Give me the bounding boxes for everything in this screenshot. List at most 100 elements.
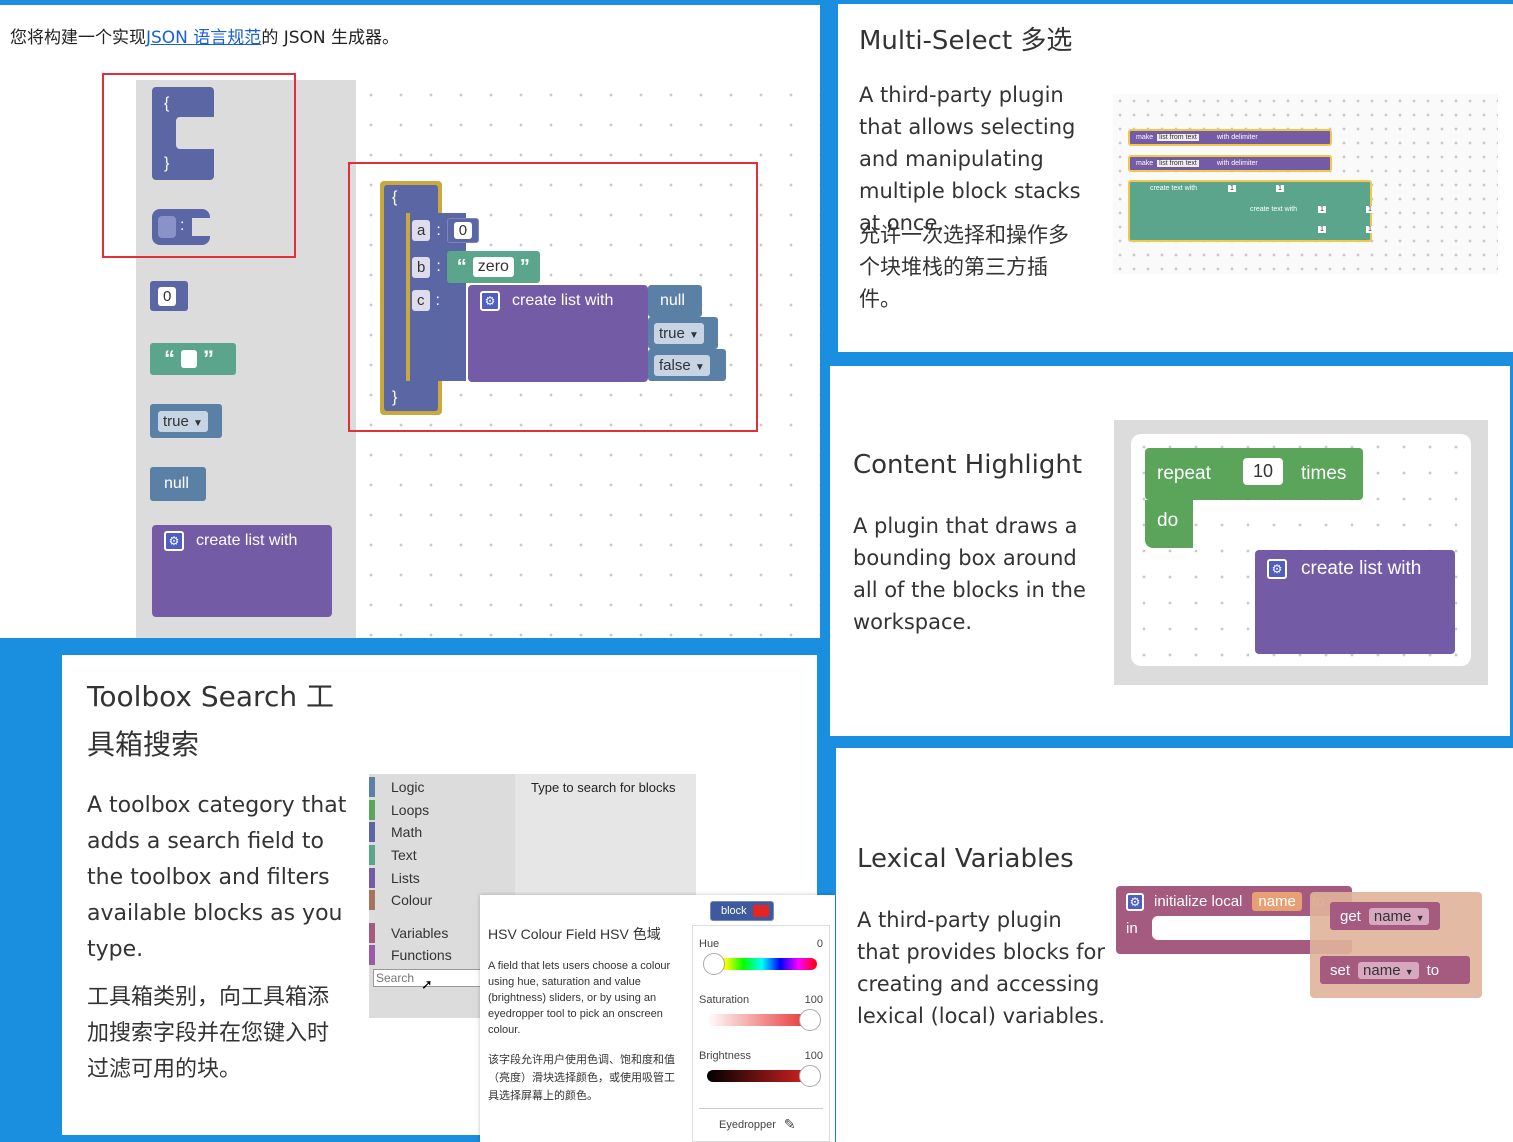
dropdown-arrow-icon: ▼	[689, 329, 699, 341]
ms-list-from-text-2[interactable]: list from text	[1157, 160, 1199, 167]
content-highlight-title: Content Highlight	[853, 450, 1083, 480]
brightness-slider[interactable]	[707, 1065, 821, 1087]
string-close-quote: ”	[203, 346, 214, 371]
category-label: Lists	[391, 869, 420, 886]
object-open-brace: {	[164, 95, 170, 112]
ms-create-text-with-1: create text with	[1150, 185, 1198, 192]
null-block[interactable]: null	[150, 467, 206, 501]
object-block[interactable]: { }	[152, 87, 214, 180]
string-empty-field	[181, 350, 197, 368]
hsv-picker: Hue 0 Saturation 100 Brightness 100 Eyed…	[692, 925, 830, 1142]
set-name-dropdown[interactable]: name ▼	[1358, 961, 1419, 979]
gear-icon[interactable]: ⚙	[164, 531, 184, 551]
boolean-dropdown[interactable]: true ▼	[158, 410, 208, 432]
repeat-block[interactable]: repeat 10 times	[1145, 448, 1363, 500]
ms-list-from-text-1[interactable]: list from text	[1157, 134, 1199, 141]
eyedropper-button[interactable]: Eyedropper ✎	[719, 1116, 796, 1133]
hue-slider-thumb[interactable]	[703, 953, 725, 975]
toolbox-category[interactable]: Lists	[369, 866, 515, 889]
ws-create-list-block[interactable]: ⚙ create list with	[468, 285, 648, 382]
ws-member-c[interactable]: c :	[412, 290, 440, 311]
boolean-block[interactable]: true ▼	[150, 404, 222, 438]
set-block[interactable]: set name ▼ to	[1320, 956, 1470, 984]
ws-false-block[interactable]: false ▼	[648, 349, 726, 381]
ws-number-block[interactable]: 0	[446, 218, 480, 243]
saturation-slider[interactable]	[707, 1009, 821, 1031]
eyedropper-icon: ✎	[783, 1116, 796, 1132]
hue-slider[interactable]	[703, 953, 817, 975]
ms-text-block[interactable]: create text with 1 1 create text with 1 …	[1128, 180, 1374, 242]
ws-key-c[interactable]: c	[412, 290, 430, 311]
toolbox-category[interactable]: Functions	[369, 944, 515, 967]
repeat-times-value[interactable]: 10	[1243, 458, 1284, 485]
json-spec-link[interactable]: JSON 语言规范	[146, 28, 262, 48]
ch-highlight-area[interactable]: repeat 10 times do ⚙ create list with	[1131, 434, 1471, 666]
ws-string-block[interactable]: “ zero ”	[446, 251, 540, 283]
create-list-block[interactable]: ⚙ create list with	[152, 525, 332, 617]
gear-icon[interactable]: ⚙	[480, 291, 500, 311]
multiselect-desc-en: A third-party plugin that allows selecti…	[859, 83, 1081, 235]
gear-icon[interactable]: ⚙	[1126, 892, 1144, 911]
member-block[interactable]: :	[152, 209, 210, 245]
ws-object-close-brace: }	[392, 389, 398, 406]
string-open-quote: “	[164, 346, 175, 371]
picker-divider	[699, 1108, 823, 1109]
hsv-desc-en: A field that lets users choose a colour …	[488, 960, 671, 1036]
category-label: Math	[391, 824, 423, 841]
ch-create-list-label: create list with	[1301, 558, 1422, 579]
toolbox-category[interactable]: Loops	[369, 799, 515, 822]
ws-key-a[interactable]: a	[412, 220, 431, 241]
category-label: Loops	[391, 801, 430, 818]
content-highlight-preview: repeat 10 times do ⚙ create list with	[1114, 420, 1488, 685]
category-label: Functions	[391, 947, 452, 964]
intro-prefix: 您将构建一个实现	[10, 28, 146, 48]
get-name-value: name	[1373, 907, 1412, 925]
get-block[interactable]: get name ▼	[1330, 902, 1440, 930]
ws-member-b[interactable]: b : “ zero ”	[412, 251, 540, 283]
ws-key-b[interactable]: b	[412, 256, 431, 278]
ms-one-3: 1	[1318, 206, 1326, 213]
toolbox-category[interactable]: Math	[369, 821, 515, 844]
saturation-slider-thumb[interactable]	[799, 1009, 821, 1031]
lexical-title: Lexical Variables	[857, 844, 1074, 874]
ws-true-block[interactable]: true ▼	[648, 317, 718, 349]
ms-row-2[interactable]: make list from text with delimiter	[1128, 155, 1332, 172]
ws-member-a[interactable]: a : 0	[412, 218, 480, 243]
ws-null-block[interactable]: null	[648, 285, 702, 317]
ms-make-2: make	[1136, 160, 1154, 167]
ms-one-1: 1	[1228, 185, 1236, 192]
dropdown-arrow-icon: ▼	[1404, 966, 1414, 977]
toolbox-category[interactable]: Colour	[369, 889, 515, 912]
ms-with-delimiter-2: with delimiter	[1216, 160, 1258, 167]
toolbox-category[interactable]: Logic	[369, 776, 515, 799]
ws-value-b[interactable]: zero	[472, 257, 514, 277]
hsv-desc-zh: 该字段允许用户使用色调、饱和度和值（亮度）滑块选择颜色，或使用吸管工具选择屏幕上…	[488, 1054, 675, 1102]
string-block[interactable]: “ ”	[150, 343, 236, 375]
number-block[interactable]: 0	[150, 281, 188, 311]
create-list-label: create list with	[196, 532, 298, 549]
toolbox-search-input[interactable]	[373, 968, 483, 987]
ws-value-a[interactable]: 0	[453, 222, 473, 239]
multiselect-title: Multi-Select 多选	[859, 26, 1073, 56]
category-label: Logic	[391, 779, 425, 796]
toolbox-search-desc-zh: 工具箱类别，向工具箱添加搜索字段并在您键入时过滤可用的块。	[87, 985, 330, 1082]
ws-false-dropdown[interactable]: false ▼	[654, 354, 710, 376]
brightness-slider-thumb[interactable]	[799, 1065, 821, 1087]
init-name-field[interactable]: name	[1252, 892, 1302, 911]
ch-create-list-block[interactable]: ⚙ create list with	[1255, 550, 1455, 654]
boolean-value: true	[163, 412, 189, 430]
hsv-colour-swatch[interactable]	[752, 905, 769, 917]
toolbox-category[interactable]: Text	[369, 844, 515, 867]
number-block-value: 0	[158, 286, 177, 306]
dropdown-arrow-icon: ▼	[193, 417, 203, 429]
ws-true-dropdown[interactable]: true ▼	[654, 322, 704, 344]
multiselect-preview[interactable]: make list from text with delimiter make …	[1113, 94, 1498, 274]
dropdown-arrow-icon: ▼	[694, 361, 705, 373]
category-label: Colour	[391, 892, 433, 909]
toolbox-category[interactable]: Variables	[369, 922, 515, 945]
hsv-block[interactable]: block	[710, 901, 774, 921]
ms-row-1[interactable]: make list from text with delimiter	[1128, 129, 1332, 146]
get-name-dropdown[interactable]: name ▼	[1368, 907, 1430, 925]
gear-icon[interactable]: ⚙	[1267, 559, 1287, 579]
multiselect-desc-zh: 允许一次选择和操作多个块堆栈的第三方插件。	[859, 223, 1069, 311]
